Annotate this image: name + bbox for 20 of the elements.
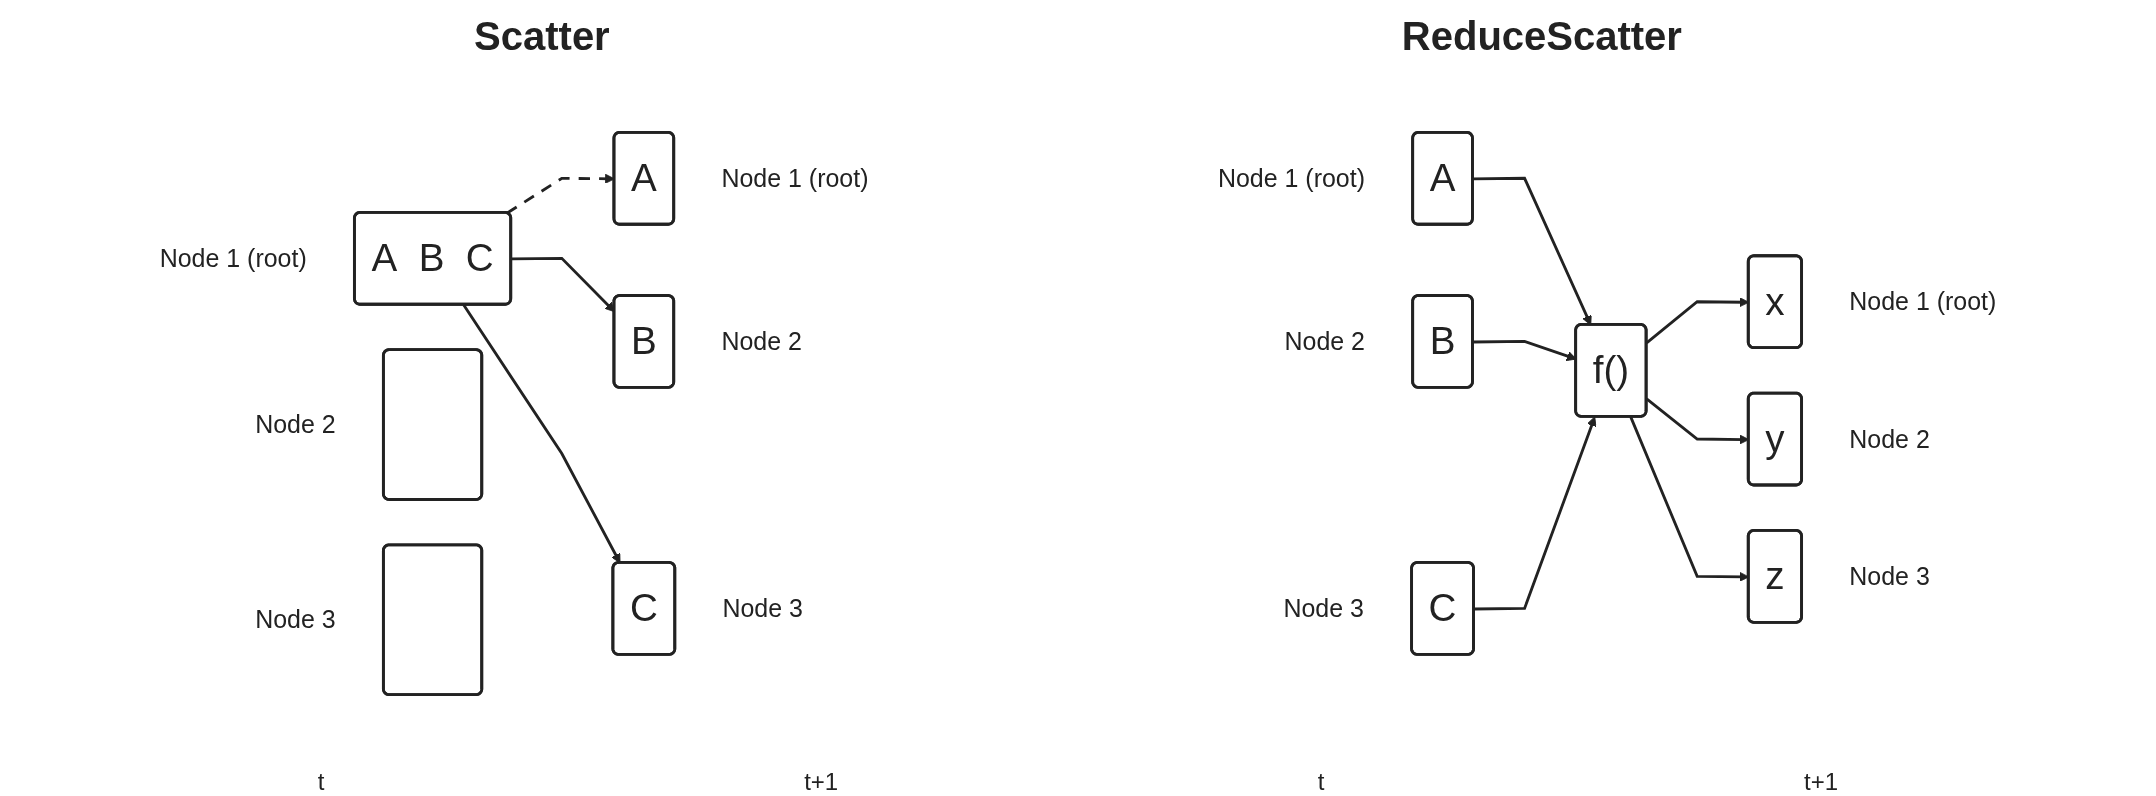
time-label: t <box>317 768 325 796</box>
node-label: Node 1 (root) <box>1849 287 1997 316</box>
node-label: Node 2 <box>721 327 802 356</box>
section-title: Scatter <box>474 14 610 59</box>
arrow <box>462 304 621 564</box>
section-title: ReduceScatter <box>1401 14 1682 59</box>
arrow <box>1474 416 1597 611</box>
node-label: Node 3 <box>722 594 803 623</box>
node-label: Node 1 (root) <box>1217 164 1365 193</box>
node-label: Node 2 <box>1849 424 1930 454</box>
node-label: Node 3 <box>255 605 336 634</box>
time-label: t+1 <box>1804 768 1839 796</box>
node-label: Node 3 <box>1849 562 1930 591</box>
node-label: Node 1 (root) <box>721 164 869 193</box>
node-label: Node 3 <box>1283 594 1364 623</box>
time-label: t+1 <box>804 768 839 796</box>
node-label: Node 2 <box>255 410 336 439</box>
time-label: t <box>1317 768 1325 796</box>
node-label: Node 1 (root) <box>159 244 307 273</box>
node-label: Node 2 <box>1284 327 1365 356</box>
